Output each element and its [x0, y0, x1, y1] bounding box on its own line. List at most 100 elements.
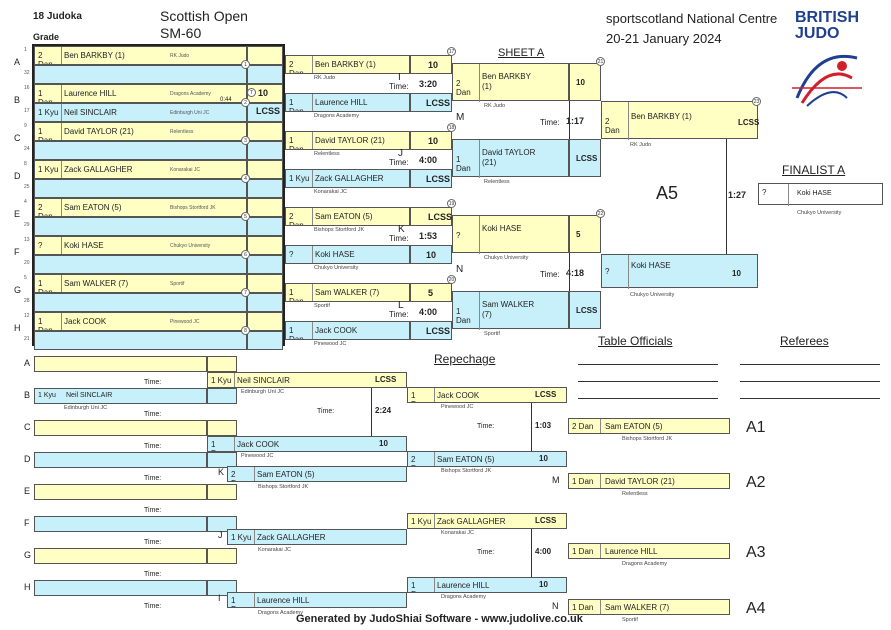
pool-score-cell-2	[247, 141, 283, 160]
round2-bottom-cell[interactable]: 1 DanJack COOK	[285, 321, 410, 340]
finalist-label: FINALIST A	[782, 163, 846, 177]
match-number-circle: 7	[241, 288, 250, 297]
rep-score-box	[207, 356, 237, 372]
official-line-1	[578, 364, 718, 365]
official-line-2	[578, 381, 718, 382]
match-letter: N	[456, 264, 464, 275]
round2-score-box	[410, 283, 452, 302]
rep-match-bottom[interactable]: 1 DanJack COOK	[207, 436, 407, 452]
match-number-circle: 6	[241, 250, 250, 259]
pool-score-cell	[247, 312, 283, 331]
rep-match-top[interactable]: 1 DanJack COOK	[407, 387, 567, 403]
rep-row-letter: C	[24, 422, 31, 432]
round2-score-box-2	[410, 321, 452, 340]
match-number-circle: 5	[241, 212, 250, 221]
result-label: A4	[746, 600, 766, 617]
match-number-circle: 17	[447, 47, 456, 56]
rep-cell[interactable]	[34, 356, 207, 372]
pool-competitor-cell-2[interactable]	[34, 293, 247, 312]
rep-cell[interactable]	[34, 548, 207, 564]
rep-cell[interactable]	[34, 516, 207, 532]
rep-cell[interactable]	[34, 420, 207, 436]
pool-competitor-cell-2[interactable]	[34, 179, 247, 198]
referee-line-1	[740, 364, 880, 365]
rep-score-box	[207, 388, 237, 404]
round3-score-box	[569, 63, 601, 101]
pool-competitor-cell-2[interactable]	[34, 255, 247, 274]
match-letter: N	[552, 601, 559, 611]
round3-top-cell[interactable]: ?Koki HASE	[452, 215, 569, 254]
pool-seed-top: 16	[24, 85, 30, 91]
rep-cell[interactable]	[34, 452, 207, 468]
pool-seed-bottom: 20	[24, 260, 30, 266]
rep-cell[interactable]	[34, 580, 207, 596]
pool-competitor-cell-2[interactable]	[34, 141, 247, 160]
pool-score-cell	[247, 274, 283, 293]
result-label: A2	[746, 474, 766, 491]
british-judo-logo-text: BRITISH JUDO	[795, 9, 859, 42]
pool-score-cell-2	[247, 179, 283, 198]
pool-seed-bottom: 32	[24, 70, 30, 76]
pool-row-letter: D	[14, 171, 21, 181]
round2-time: 4:00	[419, 307, 438, 317]
round2-bottom-cell[interactable]: ?Koki HASE	[285, 245, 410, 264]
rep-cell[interactable]	[34, 388, 207, 404]
pool-row-letter: F	[14, 247, 20, 257]
pool-competitor-cell-2[interactable]	[34, 65, 247, 84]
referee-line-2	[740, 381, 880, 382]
pool-score-cell-2	[247, 217, 283, 236]
pool-score-cell	[247, 198, 283, 217]
repechage-label: Repechage	[434, 352, 496, 366]
result-label: A3	[746, 544, 766, 561]
pool-seed-bottom: 21	[24, 336, 30, 342]
rep-cell[interactable]	[34, 484, 207, 500]
rep-row-letter: E	[24, 486, 31, 496]
round2-score-box-2	[410, 93, 452, 112]
match-number-circle: 4	[241, 174, 250, 183]
match-letter: K	[398, 224, 405, 235]
pool-competitor-cell-2[interactable]	[34, 331, 247, 350]
match-number-circle: 8	[241, 326, 250, 335]
referee-line-3	[740, 398, 880, 399]
result-label: A1	[746, 419, 766, 436]
grade-label: Grade	[33, 32, 60, 42]
round2-score-box-2	[410, 169, 452, 188]
pool-seed-bottom: 29	[24, 222, 30, 228]
table-officials-label: Table Officials	[598, 334, 673, 348]
match-letter: I	[398, 72, 401, 83]
match-number-circle: 21	[596, 57, 605, 66]
round2-score-box	[410, 207, 452, 226]
pool-seed-top: 12	[24, 313, 30, 319]
pool-competitor-cell-2[interactable]	[34, 217, 247, 236]
match-letter: M	[552, 475, 560, 485]
